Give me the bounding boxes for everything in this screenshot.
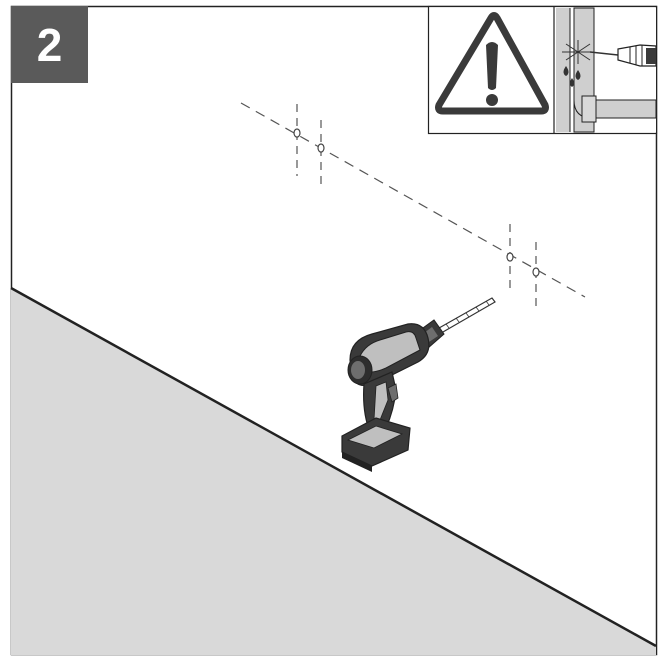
drill-alignment-guide	[240, 102, 586, 298]
warning-triangle-icon	[435, 12, 549, 115]
drill-hole-marks	[293, 128, 540, 277]
wall-floor-edge	[10, 286, 657, 648]
step-number: 2	[37, 19, 63, 71]
cordless-drill-icon	[341, 297, 496, 472]
hazard-warning-inset	[427, 5, 658, 135]
step-badge-background	[11, 6, 88, 83]
floor-plane	[11, 288, 656, 655]
hidden-pipe-drilling-hazard-icon	[556, 7, 657, 133]
